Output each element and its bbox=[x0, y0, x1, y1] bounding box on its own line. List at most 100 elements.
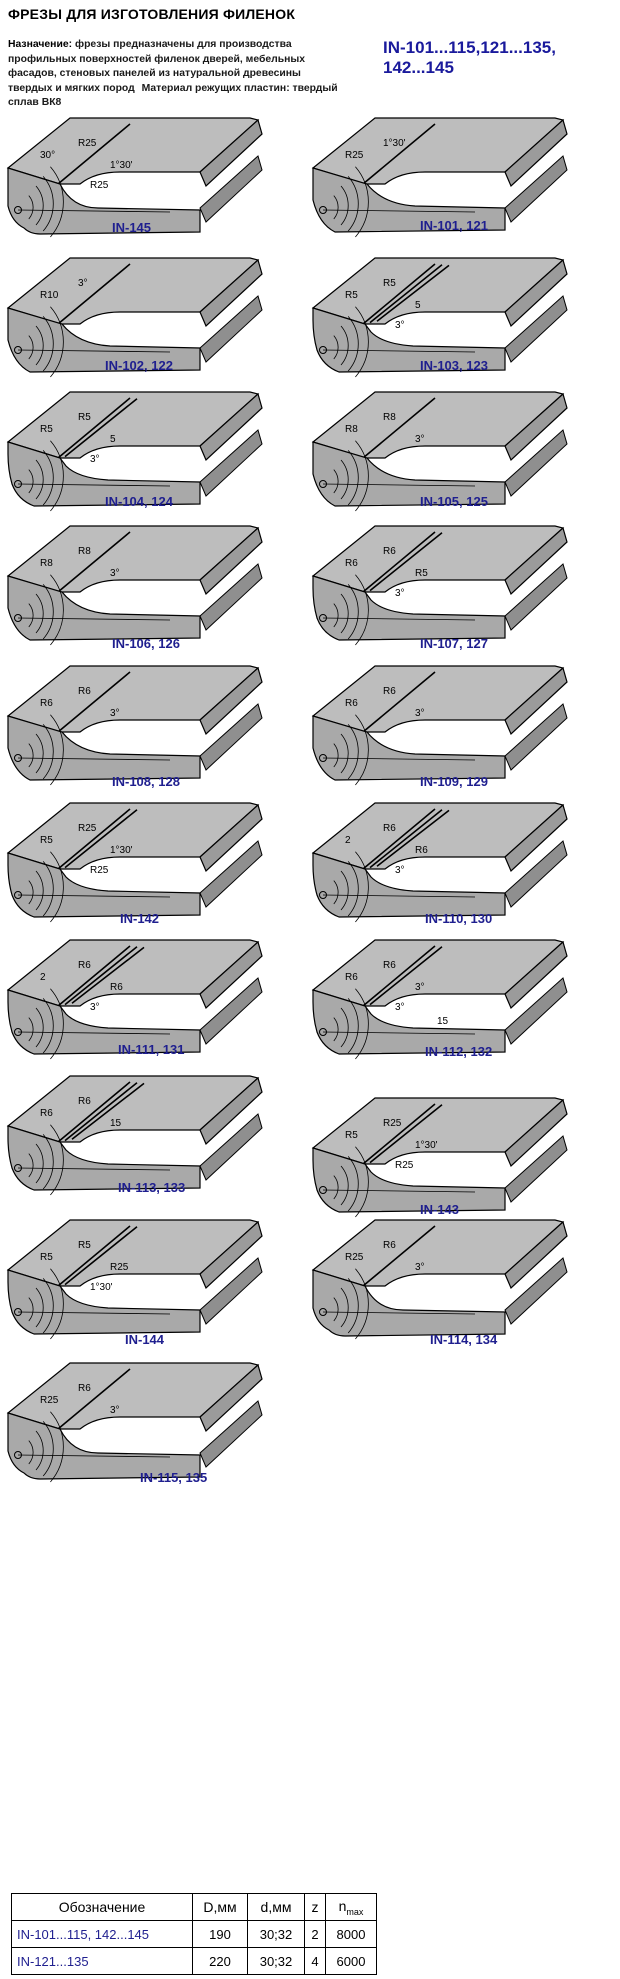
dimension-arc bbox=[347, 861, 359, 917]
panel-side-face bbox=[199, 940, 263, 1010]
callout-label: 3° bbox=[110, 568, 120, 579]
axis-line bbox=[322, 1311, 476, 1315]
panel-cross-section bbox=[312, 441, 506, 507]
dimension-arc bbox=[355, 166, 369, 238]
profile-groove-line bbox=[362, 531, 436, 593]
dimension-arc bbox=[35, 325, 44, 366]
dimension-arc bbox=[35, 733, 44, 774]
row2-z: 4 bbox=[304, 1947, 326, 1975]
page-title: ФРЕЗЫ ДЛЯ ИЗГОТОВЛЕНИЯ ФИЛЕНОК bbox=[8, 6, 296, 22]
callout-label: 1°30' bbox=[110, 845, 133, 856]
callout-label: 3° bbox=[90, 1002, 100, 1013]
panel-side-face bbox=[199, 1076, 263, 1146]
axis-line bbox=[17, 617, 171, 621]
profile-groove-line bbox=[57, 1081, 131, 1143]
callout-label: 3° bbox=[395, 588, 405, 599]
series-line-1: IN-101...115,121...135, bbox=[383, 38, 556, 57]
panel-board-edge bbox=[199, 1400, 263, 1468]
callout-label: 1°30' bbox=[383, 138, 406, 149]
dimension-arc bbox=[340, 459, 349, 500]
profile-groove-line bbox=[376, 264, 450, 322]
dimension-arc bbox=[333, 1175, 339, 1200]
callout-label: R6 bbox=[383, 686, 396, 697]
axis-line bbox=[322, 483, 476, 487]
profile-label: IN-104, 124 bbox=[105, 494, 173, 509]
panel-cross-section bbox=[312, 167, 506, 233]
profile-groove-line bbox=[64, 398, 138, 458]
dimension-arc bbox=[340, 1165, 349, 1206]
dimension-arc bbox=[347, 450, 359, 506]
panel-side-face bbox=[504, 1098, 568, 1168]
panel-board-edge bbox=[199, 155, 263, 223]
panel-board-edge bbox=[504, 703, 568, 771]
panel-board-edge bbox=[504, 295, 568, 363]
profile-groove-line bbox=[369, 809, 443, 869]
row2-d-inner: 30;32 bbox=[247, 1947, 305, 1975]
dimension-arc bbox=[35, 459, 44, 500]
callout-label: 2 bbox=[345, 835, 351, 846]
callout-label: 3° bbox=[395, 320, 405, 331]
panel-cross-section bbox=[7, 307, 201, 373]
callout-label: 1°30' bbox=[110, 160, 133, 171]
panel-top-face bbox=[6, 802, 260, 870]
profile-groove-line bbox=[57, 531, 131, 593]
panel-top-face bbox=[6, 391, 260, 459]
dimension-arc bbox=[50, 1124, 64, 1196]
callout-label: 5 bbox=[415, 300, 421, 311]
axis-line bbox=[322, 209, 476, 213]
panel-cross-section bbox=[312, 715, 506, 781]
panel-board-edge bbox=[199, 1113, 263, 1181]
axis-line bbox=[17, 1167, 171, 1171]
panel-top-face bbox=[6, 1075, 260, 1143]
callout-label: R6 bbox=[345, 558, 358, 569]
callout-label: R5 bbox=[78, 1240, 91, 1251]
callout-label: R5 bbox=[40, 1252, 53, 1263]
panel-cross-section bbox=[312, 307, 506, 373]
dimension-arc bbox=[42, 450, 54, 506]
profile-groove-line bbox=[64, 809, 138, 869]
dimension-arc bbox=[333, 603, 339, 628]
callout-label: R25 bbox=[395, 1160, 414, 1171]
dimension-arc bbox=[50, 166, 64, 238]
callout-label: R5 bbox=[345, 1130, 358, 1141]
profile-label: IN-109, 129 bbox=[420, 774, 488, 789]
dimension-arc bbox=[50, 574, 64, 646]
dimension-arc bbox=[333, 469, 339, 494]
panel-top-face bbox=[6, 1362, 260, 1430]
dimension-arc bbox=[42, 724, 54, 780]
panel-side-face bbox=[199, 803, 263, 873]
series-line-2: 142...145 bbox=[383, 57, 454, 77]
callout-label: 3° bbox=[90, 454, 100, 465]
panel-cross-section bbox=[7, 1125, 201, 1191]
dimension-arc bbox=[28, 743, 34, 768]
profile-groove-line bbox=[57, 808, 131, 870]
axis-line bbox=[322, 757, 476, 761]
callout-label: 1°30' bbox=[90, 1282, 113, 1293]
profile-label: IN-103, 123 bbox=[420, 358, 488, 373]
dimension-arc bbox=[333, 880, 339, 905]
callout-label: R8 bbox=[78, 546, 91, 557]
row1-d-inner: 30;32 bbox=[247, 1920, 305, 1948]
profile-groove-line bbox=[362, 397, 436, 459]
profile-label: IN-144 bbox=[125, 1332, 165, 1347]
panel-board-edge bbox=[199, 1257, 263, 1325]
profile-groove-line bbox=[369, 1104, 443, 1164]
axis-line bbox=[17, 894, 171, 898]
callout-label: R6 bbox=[383, 823, 396, 834]
dimension-arc bbox=[355, 851, 369, 923]
dimension-arc bbox=[333, 195, 339, 220]
panel-cross-section bbox=[7, 1269, 201, 1335]
dimension-arc bbox=[28, 1153, 34, 1178]
panel-board-edge bbox=[504, 563, 568, 631]
